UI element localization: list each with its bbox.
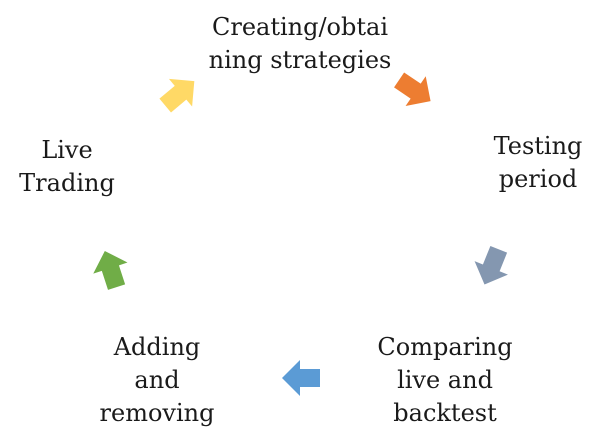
node-comparing-line-2: live and	[397, 366, 493, 394]
node-testing-line-2: period	[498, 165, 578, 193]
node-adding-line-3: removing	[99, 399, 215, 427]
node-comparing: Comparing live and backtest	[370, 331, 520, 430]
node-comparing-line-3: backtest	[393, 399, 497, 427]
node-live-line-2: Trading	[19, 169, 115, 197]
node-adding-line-1: Adding	[113, 333, 201, 361]
node-adding: Adding and removing	[92, 331, 222, 430]
node-adding-line-2: and	[134, 366, 180, 394]
arrow-live-to-creating	[159, 78, 195, 113]
node-comparing-line-1: Comparing	[377, 333, 513, 361]
node-creating-line-2: ning strategies	[208, 46, 392, 74]
arrow-comparing-to-adding	[282, 360, 320, 396]
node-testing-line-1: Testing	[493, 132, 583, 160]
node-live-line-1: Live	[41, 136, 93, 164]
arrow-adding-to-live	[93, 250, 128, 290]
node-creating: Creating/obtai ning strategies	[205, 11, 395, 77]
node-testing: Testing period	[478, 130, 598, 196]
arrow-creating-to-testing	[394, 72, 431, 107]
node-creating-line-1: Creating/obtai	[211, 13, 388, 41]
arrow-testing-to-comparing	[474, 245, 508, 285]
node-live: Live Trading	[12, 134, 122, 200]
